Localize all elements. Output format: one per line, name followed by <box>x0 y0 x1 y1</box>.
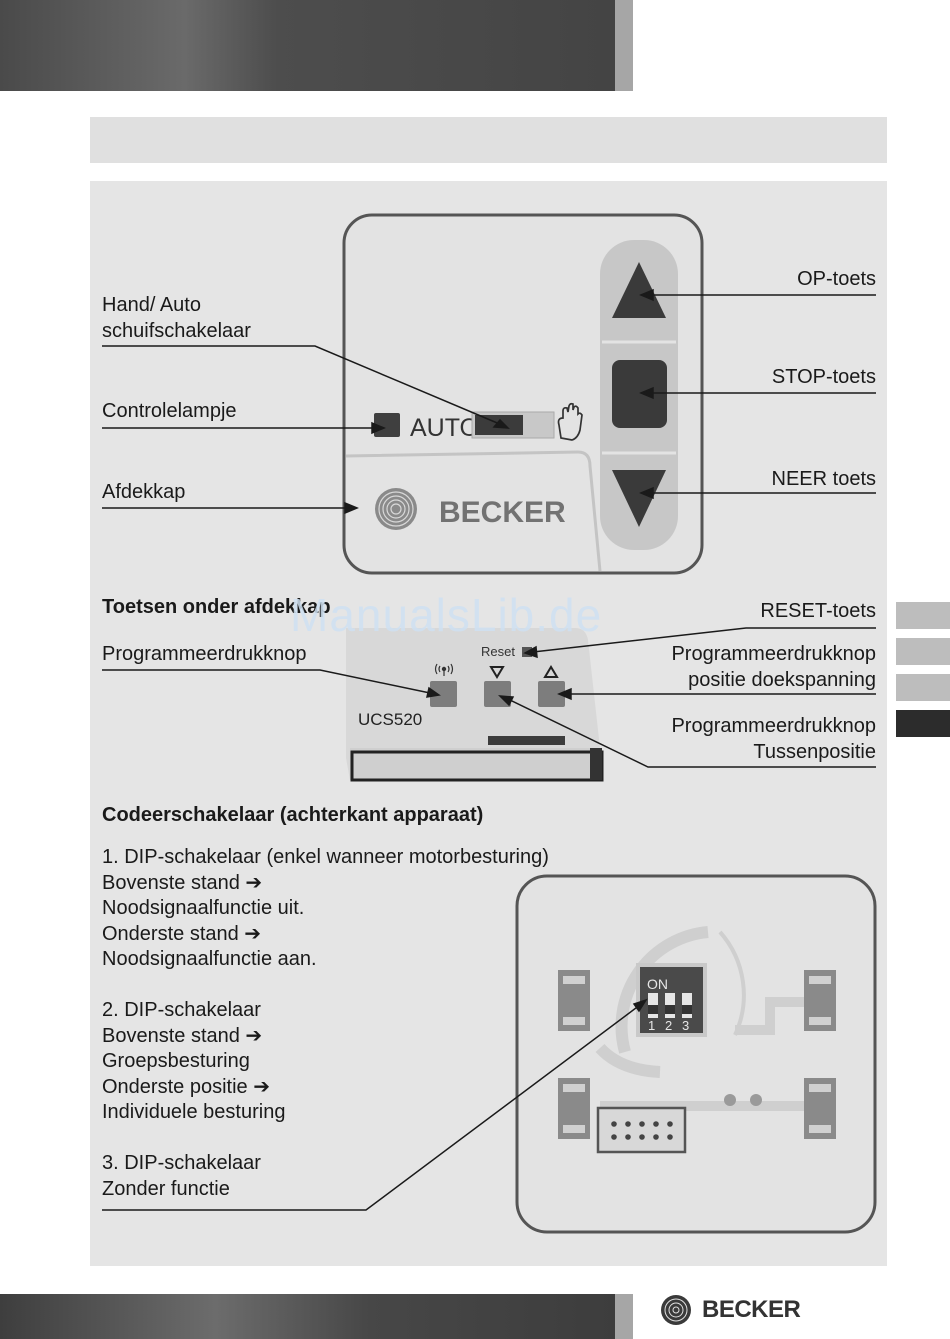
side-tab-active[interactable] <box>896 710 950 737</box>
text-line: Individuele besturing <box>102 1101 286 1123</box>
hand-auto-label-2: schuifschakelaar <box>102 320 251 342</box>
tension-label-2: positie doekspanning <box>688 669 876 691</box>
terminal-blocks <box>558 970 836 1139</box>
down-key-icon <box>612 470 666 527</box>
leader-lines-hidden <box>102 627 876 768</box>
footer-logo: BECKER <box>660 1294 801 1326</box>
title-band <box>90 117 887 163</box>
text-line: 3. DIP-schakelaar <box>102 1152 261 1174</box>
text-line: 1. DIP-schakelaar (enkel wanneer motorbe… <box>102 846 549 868</box>
device-slot <box>488 736 565 745</box>
control-lamp-icon <box>374 413 400 437</box>
cover-label: Afdekkap <box>102 481 186 503</box>
side-tab-1[interactable] <box>896 602 950 629</box>
program-button-icon <box>430 681 457 707</box>
connector-pins <box>611 1121 673 1140</box>
radio-antenna-icon <box>434 663 454 676</box>
hand-icon <box>557 402 583 441</box>
remote-cover-seam <box>345 450 602 572</box>
dip-number-1: 1 <box>648 1018 655 1033</box>
text-line <box>102 1126 549 1152</box>
tension-label-1: Programmeerdrukknop <box>671 643 876 665</box>
model-text: UCS520 <box>358 710 422 729</box>
hidden-keys-heading: Toetsen onder afdekkap <box>102 596 331 618</box>
header-bar <box>0 0 615 91</box>
dip-number-2: 2 <box>665 1018 672 1033</box>
stop-key-label: STOP-toets <box>771 366 876 388</box>
reset-key-label: RESET-toets <box>760 600 876 622</box>
tension-button-icon <box>538 681 565 707</box>
intermediate-label-2: Tussenpositie <box>753 741 876 763</box>
coding-switch-heading: Codeerschakelaar (achterkant apparaat) <box>102 804 484 826</box>
reset-text: Reset <box>481 644 515 659</box>
up-arrow-icon <box>543 665 559 678</box>
text-line: Noodsignaalfunctie aan. <box>102 948 317 970</box>
coding-switch-text: 1. DIP-schakelaar (enkel wanneer motorbe… <box>102 845 549 1202</box>
side-tab-2[interactable] <box>896 638 950 665</box>
stop-key-icon <box>612 360 667 428</box>
becker-logo-icon <box>375 488 417 530</box>
text-line: Onderste positie ➔ <box>102 1075 270 1098</box>
footer-bar-edge <box>615 1294 633 1339</box>
hand-auto-label-1: Hand/ Auto <box>102 294 201 316</box>
becker-footer-logo-icon <box>661 1295 691 1325</box>
dip-on-text: ON <box>647 976 668 992</box>
up-key-label: OP-toets <box>797 268 876 290</box>
text-line: Onderste stand ➔ <box>102 922 262 945</box>
watermark: ManualsLib.de <box>290 589 603 641</box>
dip-number-3: 3 <box>682 1018 689 1033</box>
intermediate-label-1: Programmeerdrukknop <box>671 715 876 737</box>
auto-text: AUTO <box>410 414 479 442</box>
leader-lines-remote <box>102 288 876 515</box>
text-line: Bovenste stand ➔ <box>102 1024 263 1047</box>
text-line: Noodsignaalfunctie uit. <box>102 897 305 919</box>
leader-line-dip <box>102 998 648 1211</box>
connector <box>596 1106 687 1154</box>
remote-brand: BECKER <box>439 496 566 529</box>
side-tab-3[interactable] <box>896 674 950 701</box>
up-key-icon <box>612 262 666 318</box>
text-line <box>102 973 549 999</box>
header-bar-edge <box>615 0 633 91</box>
down-arrow-icon <box>489 666 505 679</box>
text-line: Groepsbesturing <box>102 1050 250 1072</box>
footer-bar <box>0 1294 615 1339</box>
text-line: 2. DIP-schakelaar <box>102 999 261 1021</box>
control-lamp-label: Controlelampje <box>102 400 237 422</box>
text-line: Bovenste stand ➔ <box>102 871 263 894</box>
program-button-label: Programmeerdrukknop <box>102 643 307 665</box>
footer-brand: BECKER <box>702 1296 801 1323</box>
text-line: Zonder functie <box>102 1177 230 1200</box>
down-key-label: NEER toets <box>771 468 876 490</box>
